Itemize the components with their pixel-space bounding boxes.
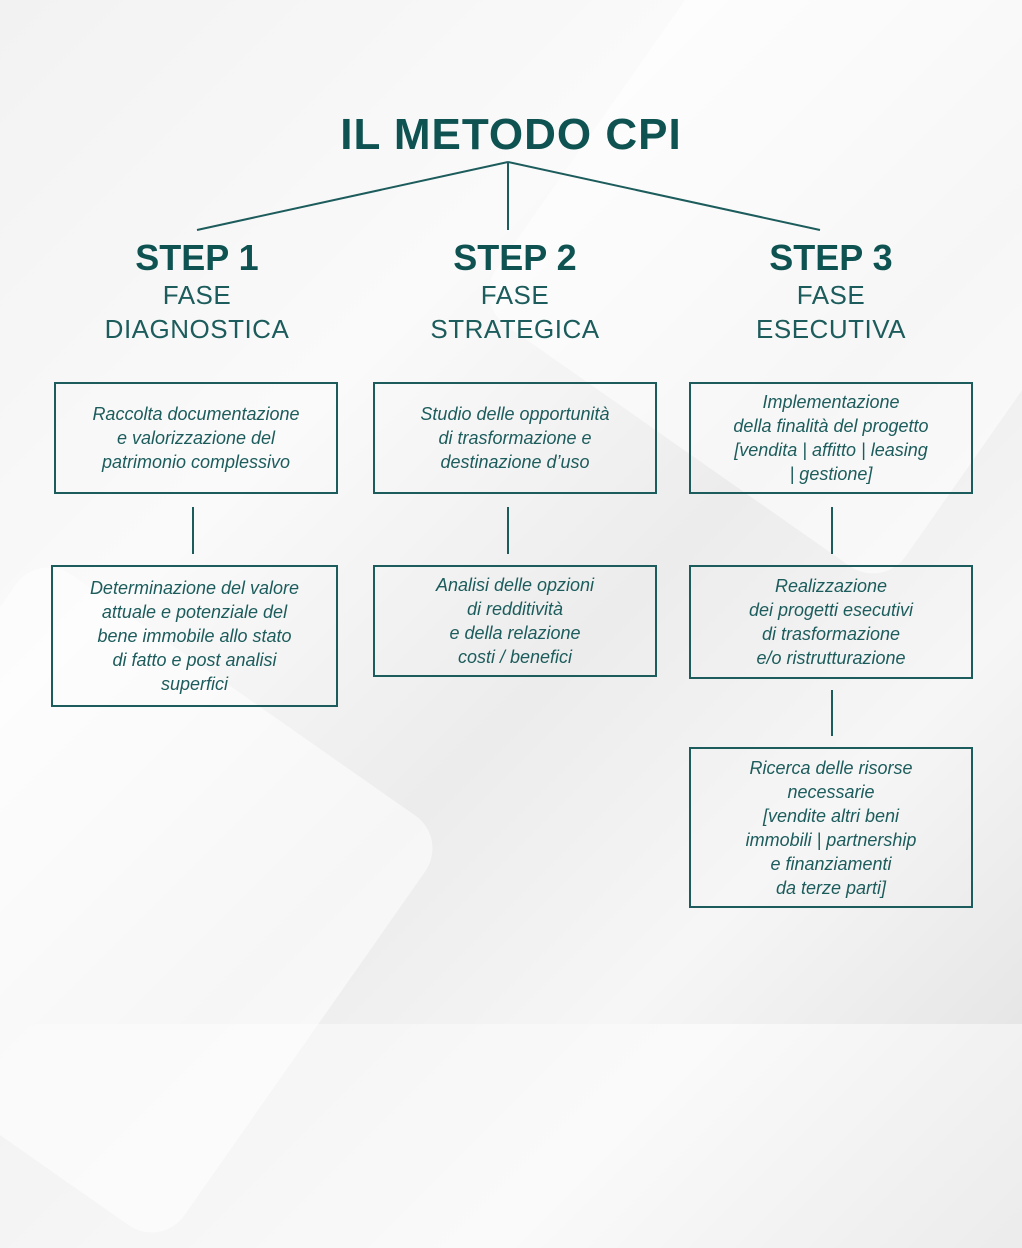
connector-step3 bbox=[507, 161, 821, 231]
step1-box2: Determinazione del valore attuale e poten… bbox=[51, 565, 338, 707]
box-text-line: di redditività bbox=[466, 599, 564, 619]
step3-box2: Realizzazione dei progetti esecutivi di tr… bbox=[689, 565, 973, 679]
box-text-line: immobili | partnership bbox=[745, 829, 917, 850]
box-text-line: di trasformazione bbox=[761, 624, 901, 644]
box-text-line: e/o ristrutturazione bbox=[756, 648, 906, 668]
step-label: STEP 1 bbox=[135, 237, 259, 278]
box-text-line: e valorizzazione del bbox=[116, 428, 276, 448]
box-text-line: di trasformazione e bbox=[438, 428, 592, 448]
step-label: STEP 3 bbox=[769, 237, 893, 278]
connector-line bbox=[831, 690, 833, 736]
box-text-line: da terze parti] bbox=[775, 877, 887, 898]
connector-line bbox=[831, 507, 833, 554]
box-text-line: Ricerca delle risorse bbox=[749, 757, 913, 778]
box-text-line: Realizzazione bbox=[774, 576, 888, 596]
step3-box3: Ricerca delle risorse necessarie [vendite … bbox=[689, 747, 973, 908]
phase-name: DIAGNOSTICA bbox=[104, 314, 290, 344]
step3-box1: Implementazione della finalità del proget… bbox=[689, 382, 973, 494]
step2-box1: Studio delle opportunità di trasformazion… bbox=[373, 382, 657, 494]
box-text-line: patrimonio complessivo bbox=[101, 452, 291, 472]
box-text-line: della finalità del progetto bbox=[733, 416, 929, 436]
phase-label: FASE bbox=[480, 280, 550, 310]
step-label: STEP 2 bbox=[453, 237, 577, 278]
box-text-line: e finanziamenti bbox=[770, 853, 892, 874]
box-text-line: Analisi delle opzioni bbox=[435, 575, 595, 595]
step2-box2: Analisi delle opzioni di redditività e del… bbox=[373, 565, 657, 677]
phase-name: ESECUTIVA bbox=[756, 314, 906, 344]
box-text-line: costi / benefici bbox=[457, 647, 573, 667]
box-text-line: destinazione d’uso bbox=[440, 452, 590, 472]
box-text-line: attuale e potenziale del bbox=[101, 602, 288, 622]
box-text-line: Studio delle opportunità bbox=[420, 404, 610, 424]
box-text-line: necessarie bbox=[787, 781, 875, 802]
box-text-line: bene immobile allo stato bbox=[97, 626, 292, 646]
box-text-line: Raccolta documentazione bbox=[92, 404, 300, 424]
step-3-header: STEP 3 FASE ESECUTIVA bbox=[671, 238, 991, 346]
box-text-line: di fatto e post analisi bbox=[112, 650, 277, 670]
phase-label: FASE bbox=[796, 280, 866, 310]
phase-label: FASE bbox=[162, 280, 232, 310]
step-1-header: STEP 1 FASE DIAGNOSTICA bbox=[37, 238, 357, 346]
box-text-line: e della relazione bbox=[449, 623, 581, 643]
diagram-title: IL METODO CPI bbox=[340, 110, 682, 159]
box-text-line: superfici bbox=[160, 674, 229, 694]
box-text-line: | gestione] bbox=[789, 464, 873, 484]
connector-line bbox=[192, 507, 194, 554]
step1-box1: Raccolta documentazione e valorizzazione … bbox=[54, 382, 338, 494]
connector-lines bbox=[196, 161, 821, 231]
connector-step1 bbox=[196, 161, 509, 231]
connector-line bbox=[507, 507, 509, 554]
box-text-line: Determinazione del valore bbox=[89, 578, 300, 598]
box-text-line: dei progetti esecutivi bbox=[748, 600, 914, 620]
step-2-header: STEP 2 FASE STRATEGICA bbox=[355, 238, 675, 346]
box-text-line: Implementazione bbox=[762, 392, 900, 412]
box-text-line: [vendite altri beni bbox=[762, 805, 900, 826]
phase-name: STRATEGICA bbox=[430, 314, 600, 344]
box-text-line: [vendita | affitto | leasing bbox=[734, 440, 928, 460]
